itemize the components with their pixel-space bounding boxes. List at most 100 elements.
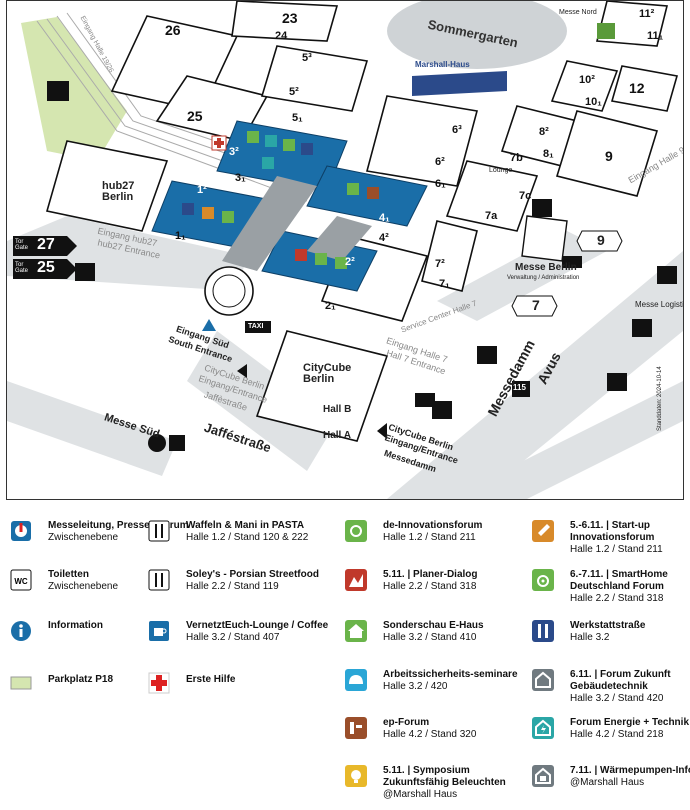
hall-number: 11₁	[647, 30, 664, 42]
citycube	[255, 330, 389, 442]
hall-number: 24	[275, 30, 288, 42]
hall-number: 7c	[519, 190, 532, 202]
parking-p-icon	[657, 266, 677, 284]
admin-label: Verwaltung / Administration	[507, 275, 580, 281]
cutlery-icon	[148, 520, 170, 542]
parking-p-icon	[432, 401, 452, 419]
workshop-icon	[532, 620, 554, 642]
highway-115-sign	[512, 381, 530, 397]
energy-tech-icon	[532, 717, 554, 739]
rocket-icon	[532, 520, 554, 542]
parking-p-icon	[75, 263, 95, 281]
exhibition-map: 26 25 23 24 5³ 5² 5₁ 6³ 6² 6₁ 3² 3₁ 1² 1…	[6, 0, 684, 500]
tor-label: Tor Gate	[15, 262, 29, 274]
innovation-forum-icon	[345, 520, 367, 542]
messeleitung-icon	[10, 520, 32, 542]
citycube-messedamm-arrow	[377, 423, 387, 439]
smarthome-icon	[532, 569, 554, 591]
hall-7-1	[421, 220, 478, 292]
sommergarten-area	[387, 1, 567, 69]
hall-b-label: Hall B	[323, 404, 352, 415]
hall-number: 5₁	[292, 112, 303, 124]
hub27	[45, 140, 169, 232]
hall-number: 8²	[539, 126, 549, 138]
parking-p-icon	[632, 319, 652, 337]
hall-number: 2₁	[325, 300, 336, 312]
hall-number: 5²	[289, 86, 299, 98]
hall-number: 5³	[302, 52, 312, 64]
tor-27-sign	[13, 236, 77, 256]
parking-p-icon	[607, 373, 627, 391]
hall-number: 9	[605, 148, 613, 164]
hall-number: 6³	[452, 124, 462, 136]
e-haus-icon	[345, 620, 367, 642]
hall-number: 4²	[379, 232, 389, 244]
taxi-icon	[415, 393, 435, 407]
hall-number: 7b	[510, 152, 523, 164]
hall-number: 3²	[229, 146, 239, 158]
information-icon	[10, 620, 32, 642]
tor-25-sign	[13, 259, 77, 279]
hub27-label: hub27 Berlin	[102, 180, 135, 203]
hall-number: 25	[187, 108, 203, 124]
parking-p-icon	[47, 81, 69, 101]
citycube-label: CityCube Berlin	[303, 362, 352, 385]
marshall-haus-building	[412, 71, 507, 96]
highway-number: 115	[513, 383, 526, 392]
svg-text:WC: WC	[14, 577, 28, 586]
hall-number: 7₁	[439, 278, 450, 290]
map-drawing	[7, 1, 683, 499]
taxi-icon	[245, 321, 271, 333]
hall-number: 7²	[435, 258, 445, 270]
marshall-haus-label: Marshall-Haus	[415, 60, 470, 69]
hall-6	[366, 95, 478, 187]
planer-dialog-icon	[345, 569, 367, 591]
hall-number: 10²	[579, 74, 595, 86]
taxi-icon	[562, 256, 582, 268]
hall-5	[260, 45, 369, 112]
lightbulb-icon	[345, 765, 367, 787]
hall-a-label: Hall A	[323, 430, 351, 441]
hall-number: 26	[165, 22, 181, 38]
hall-number: 6₁	[435, 178, 446, 190]
messe-berlin-label: Messe Berlin	[515, 262, 577, 273]
hall-number: 11²	[639, 8, 655, 20]
ep-forum-icon	[345, 717, 367, 739]
hall-number: 6²	[435, 156, 445, 168]
parking-p-icon	[477, 346, 497, 364]
wheelchair-icon	[169, 435, 185, 451]
heatpump-icon	[532, 765, 554, 787]
hall-number: 4₁	[379, 212, 390, 224]
messe-nord-label: Messe Nord	[559, 9, 597, 16]
messe-logistik-label: Messe Logistik	[635, 300, 684, 309]
service-center-icon	[597, 23, 615, 39]
hall-number: 7a	[485, 210, 498, 222]
hall-7	[445, 160, 539, 232]
tor-7-number: 7	[532, 297, 540, 313]
parking-p-icon	[532, 199, 552, 217]
tor-25-number: 25	[37, 259, 55, 276]
first-aid-icon	[148, 672, 170, 694]
hall-number: 23	[282, 10, 298, 26]
hall-23	[231, 1, 339, 42]
tor-label: Tor Gate	[15, 239, 29, 251]
tor-9-sign	[576, 230, 623, 252]
date-stamp: Standdaten: 2024-10-14	[657, 366, 663, 431]
messe-berlin-admin	[521, 215, 568, 262]
tor-27-number: 27	[37, 236, 55, 253]
parking-area-p18	[21, 17, 127, 161]
cutlery-icon	[148, 569, 170, 591]
hall-number: 1₁	[175, 230, 186, 242]
south-entrance-arrow	[202, 319, 216, 331]
hall-9	[555, 110, 659, 197]
hall-number: 2²	[345, 256, 355, 268]
sbahn-icon	[148, 434, 166, 452]
coffee-icon	[148, 620, 170, 642]
hall-number: 12	[629, 80, 645, 96]
parking-area-icon	[10, 672, 32, 694]
hall-number: 3₁	[235, 172, 246, 184]
lounge-label: Lounge	[489, 167, 513, 174]
tor-7-sign	[511, 295, 558, 317]
hall-number: 1²	[197, 184, 207, 196]
